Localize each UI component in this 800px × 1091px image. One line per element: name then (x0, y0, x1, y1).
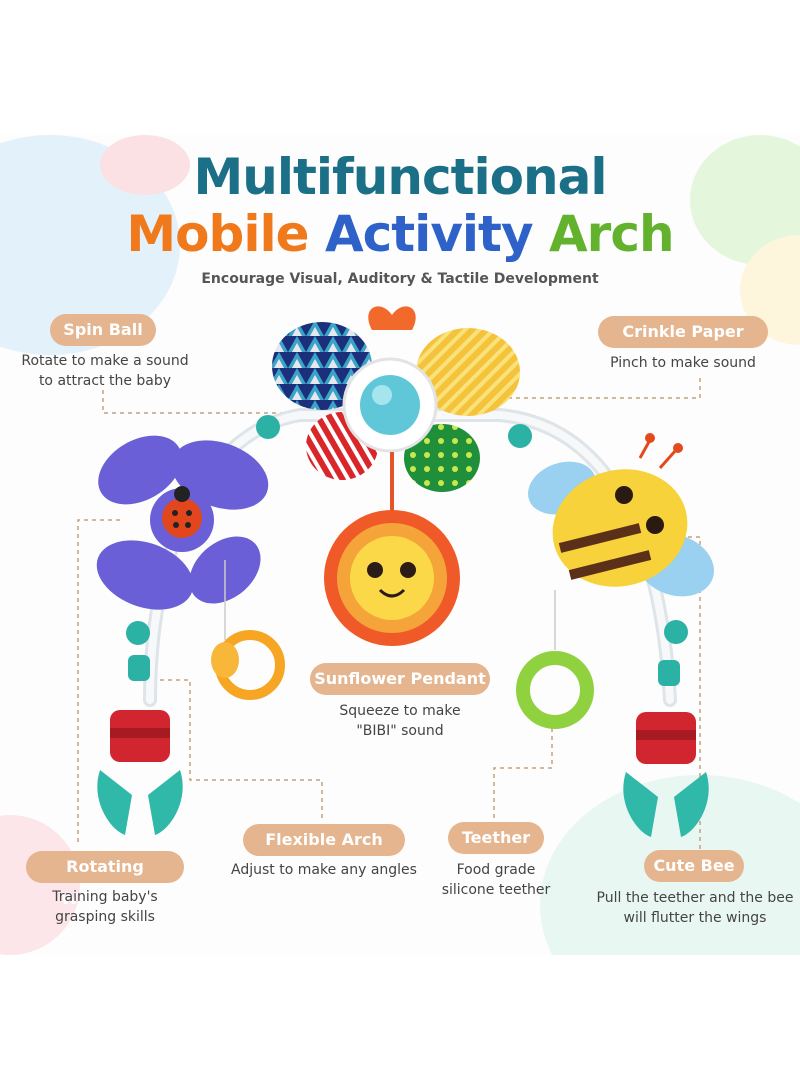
decor-bubble-pink (100, 135, 190, 195)
title-word-activity: Activity (324, 205, 534, 263)
title-word-arch: Arch (548, 205, 675, 263)
leader-windmills (77, 519, 120, 845)
label-sunflower-pendant: Sunflower Pendant (310, 663, 490, 695)
desc-flexible-arch-joint-1: Adjust to make any angles (231, 862, 417, 878)
desc-rotating-windmills-2: grasping skills (55, 909, 155, 925)
title-line-1: Multifunctional (193, 148, 608, 206)
cute-bee (528, 433, 714, 597)
label-rotating-windmills: Rotating Windmills (26, 851, 184, 908)
desc-spin-ball-2: to attract the baby (38, 373, 172, 389)
desc-teether-1: Food grade (456, 862, 536, 878)
clip-left (97, 710, 183, 835)
label-crinkle-paper: Crinkle Paper (598, 316, 768, 348)
leader-arch-joint (160, 679, 323, 822)
desc-cute-bee-2: will flutter the wings (623, 910, 767, 926)
sunflower-pendant (324, 452, 460, 646)
label-flexible-arch-joint: Flexible Arch Joint (243, 824, 405, 881)
leader-crinkle-paper (480, 378, 701, 399)
desc-rotating-windmills-1: Training baby's (52, 889, 158, 905)
desc-teether-2: silicone teether (441, 882, 551, 898)
ladybug (162, 486, 202, 538)
desc-sunflower-pendant-1: Squeeze to make (339, 703, 461, 719)
title-line-2: Mobile Activity Arch (0, 205, 800, 263)
arch-joints (126, 415, 688, 686)
label-spin-ball: Spin Ball (50, 314, 156, 346)
desc-crinkle-paper-1: Pinch to make sound (610, 355, 756, 371)
desc-spin-ball-1: Rotate to make a sound (21, 353, 189, 369)
subtitle: Encourage Visual, Auditory & Tactile Dev… (201, 271, 599, 287)
windmill (96, 435, 269, 610)
clip-right (623, 712, 709, 837)
label-cute-bee: Cute Bee (644, 850, 744, 882)
desc-cute-bee-1: Pull the teether and the bee (596, 890, 794, 906)
label-teether: Teether (448, 822, 544, 854)
desc-sunflower-pendant-2: "BIBI" sound (356, 723, 444, 739)
flower-teether (516, 590, 594, 729)
leader-teether (493, 720, 553, 822)
snail-teether (211, 560, 285, 700)
title-word-mobile: Mobile (126, 205, 309, 263)
centre-flower (272, 306, 520, 492)
